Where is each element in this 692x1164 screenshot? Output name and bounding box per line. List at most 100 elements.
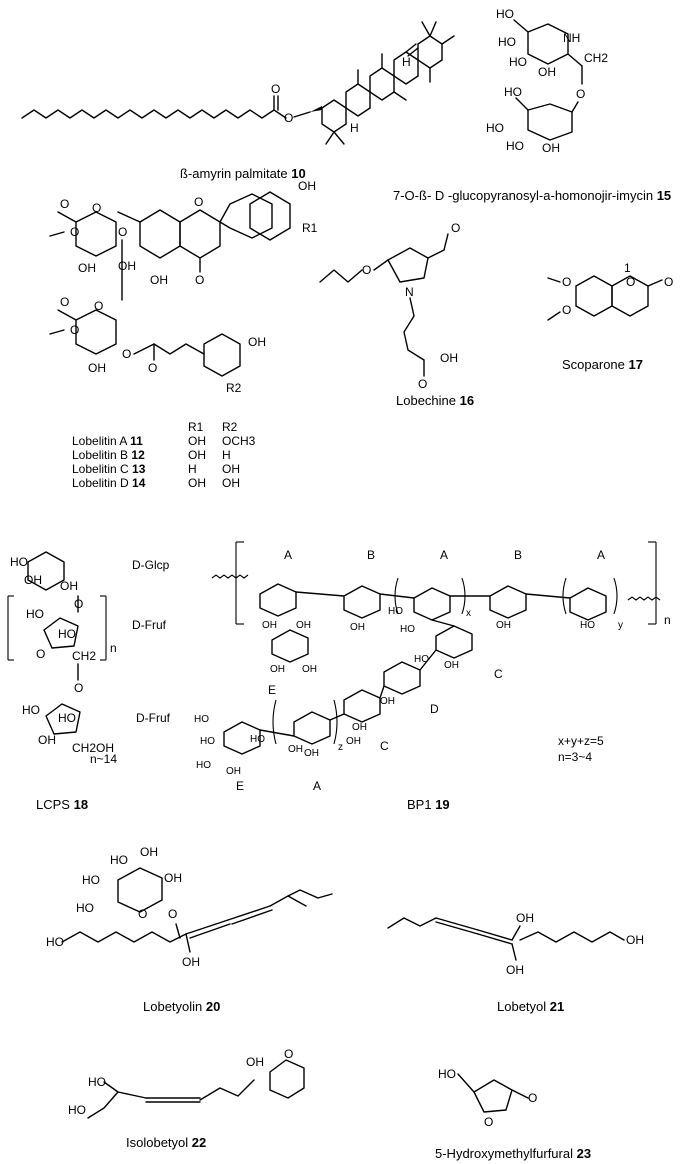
table-cell: OH <box>222 462 240 476</box>
table-cell-name: Lobelitin D 14 <box>72 476 146 490</box>
atom-one: 1 <box>624 261 631 275</box>
atom-o: O <box>118 225 127 239</box>
atom-oh: OH <box>440 351 458 365</box>
atom-o: O <box>626 275 635 289</box>
atom-ho: HO <box>110 853 128 867</box>
atom-oh: OH <box>140 845 158 859</box>
atom-o: O <box>122 347 131 361</box>
atom-oh: OH <box>246 1055 264 1069</box>
caption-23: 5-Hydroxymethylfurfural 23 <box>435 1146 592 1161</box>
atom-o: O <box>451 221 460 235</box>
atom-oh: OH <box>444 660 459 671</box>
atom-oh: OH <box>380 696 395 707</box>
structure-10-amyrin-palmitate: O O H H <box>21 21 455 145</box>
atom-ho: HO <box>196 760 211 771</box>
structure-23-hmf: HO O O <box>438 1067 537 1129</box>
atom-ch2: CH2 <box>584 51 608 65</box>
atom-o: O <box>528 1091 537 1105</box>
atom-o: O <box>70 225 79 239</box>
atom-ho: HO <box>82 873 100 887</box>
atom-oh: OH <box>542 141 560 155</box>
bp1-unit-label: C <box>494 667 503 681</box>
atom-h: H <box>402 55 411 69</box>
atom-o: O <box>284 111 293 125</box>
atom-ho: HO <box>496 7 514 21</box>
bp1-constraint: n=3~4 <box>558 750 593 764</box>
lcps-unit-label: D-Glcp <box>132 558 170 572</box>
table-cell: OH <box>188 448 206 462</box>
structure-20-lobetyolin: HO HO OH OH HO O O HO OH <box>46 845 333 969</box>
atom-o: O <box>284 1047 293 1061</box>
atom-oh: OH <box>626 933 644 947</box>
bp1-unit-label: E <box>268 683 277 697</box>
atom-ho: HO <box>46 935 64 949</box>
lcps-n-label: n~14 <box>90 752 118 766</box>
atom-oh: OH <box>352 722 367 733</box>
atom-o: O <box>168 907 177 921</box>
atom-ho: HO <box>250 734 265 745</box>
atom-oh: OH <box>118 259 136 273</box>
atom-ch2oh: CH2OH <box>72 741 114 755</box>
atom-oh: OH <box>24 573 42 587</box>
atom-ho: HO <box>504 85 522 99</box>
atom-o: O <box>195 273 204 287</box>
atom-ho: HO <box>400 624 415 635</box>
atom-ho: HO <box>58 711 76 725</box>
atom-o: O <box>664 275 673 289</box>
atom-o: O <box>362 263 371 277</box>
table-cell: OH <box>188 434 206 448</box>
caption-10: ß-amyrin palmitate 10 <box>180 166 306 181</box>
bp1-unit-label: A <box>597 548 606 562</box>
atom-ho: HO <box>506 139 524 153</box>
atom-oh: OH <box>88 361 106 375</box>
table-header-row: R1 R2 <box>72 420 261 434</box>
atom-oh: OH <box>78 261 96 275</box>
subscript-x: x <box>466 608 471 619</box>
atom-ho: HO <box>88 1075 106 1089</box>
caption-19: BP1 19 <box>407 797 450 812</box>
table-row: Lobelitin A 11 OH OCH3 <box>72 434 261 448</box>
atom-o: O <box>92 201 101 215</box>
bp1-unit-label: C <box>380 739 389 753</box>
atom-oh: OH <box>538 65 556 79</box>
atom-oh: OH <box>270 664 285 675</box>
atom-n: n <box>664 613 671 627</box>
table-header <box>72 420 188 434</box>
atom-h: H <box>350 121 359 135</box>
bp1-constraint: x+y+z=5 <box>558 734 604 748</box>
atom-ho: HO <box>414 654 429 665</box>
bp1-unit-label: E <box>236 779 245 793</box>
caption-17: Scoparone 17 <box>562 357 643 372</box>
bp1-unit-label: D <box>430 702 439 716</box>
atom-o: O <box>148 361 157 375</box>
atom-ho: HO <box>388 606 403 617</box>
table-row: Lobelitin D 14 OH OH <box>72 476 261 490</box>
structure-18-lcps: HO OH OH O HO HO O CH2 n O HO HO OH CH2O… <box>7 551 117 755</box>
atom-oh: OH <box>248 335 266 349</box>
bp1-unit-label: A <box>440 548 449 562</box>
atom-oh: OH <box>350 622 365 633</box>
table-cell: OH <box>188 476 206 490</box>
atom-ho: HO <box>10 555 28 569</box>
atom-o: O <box>562 275 571 289</box>
atom-n: n <box>110 641 117 655</box>
atom-o: O <box>138 907 147 921</box>
atom-ch2: CH2 <box>72 649 96 663</box>
atom-oh: OH <box>182 955 200 969</box>
table-cell: H <box>188 462 197 476</box>
atom-n: N <box>405 285 414 299</box>
atom-o: O <box>36 647 45 661</box>
atom-oh: OH <box>288 744 303 755</box>
atom-oh: OH <box>302 664 317 675</box>
atom-nh: NH <box>563 31 580 45</box>
table-header: R2 <box>222 420 238 434</box>
atom-o: O <box>484 1115 493 1129</box>
bp1-unit-label: A <box>284 548 293 562</box>
atom-o: O <box>60 197 69 211</box>
atom-oh: OH <box>346 736 361 747</box>
atom-oh: OH <box>60 579 78 593</box>
atom-oh: OH <box>150 273 168 287</box>
bp1-unit-label: A <box>313 779 322 793</box>
atom-oh: OH <box>304 748 319 759</box>
